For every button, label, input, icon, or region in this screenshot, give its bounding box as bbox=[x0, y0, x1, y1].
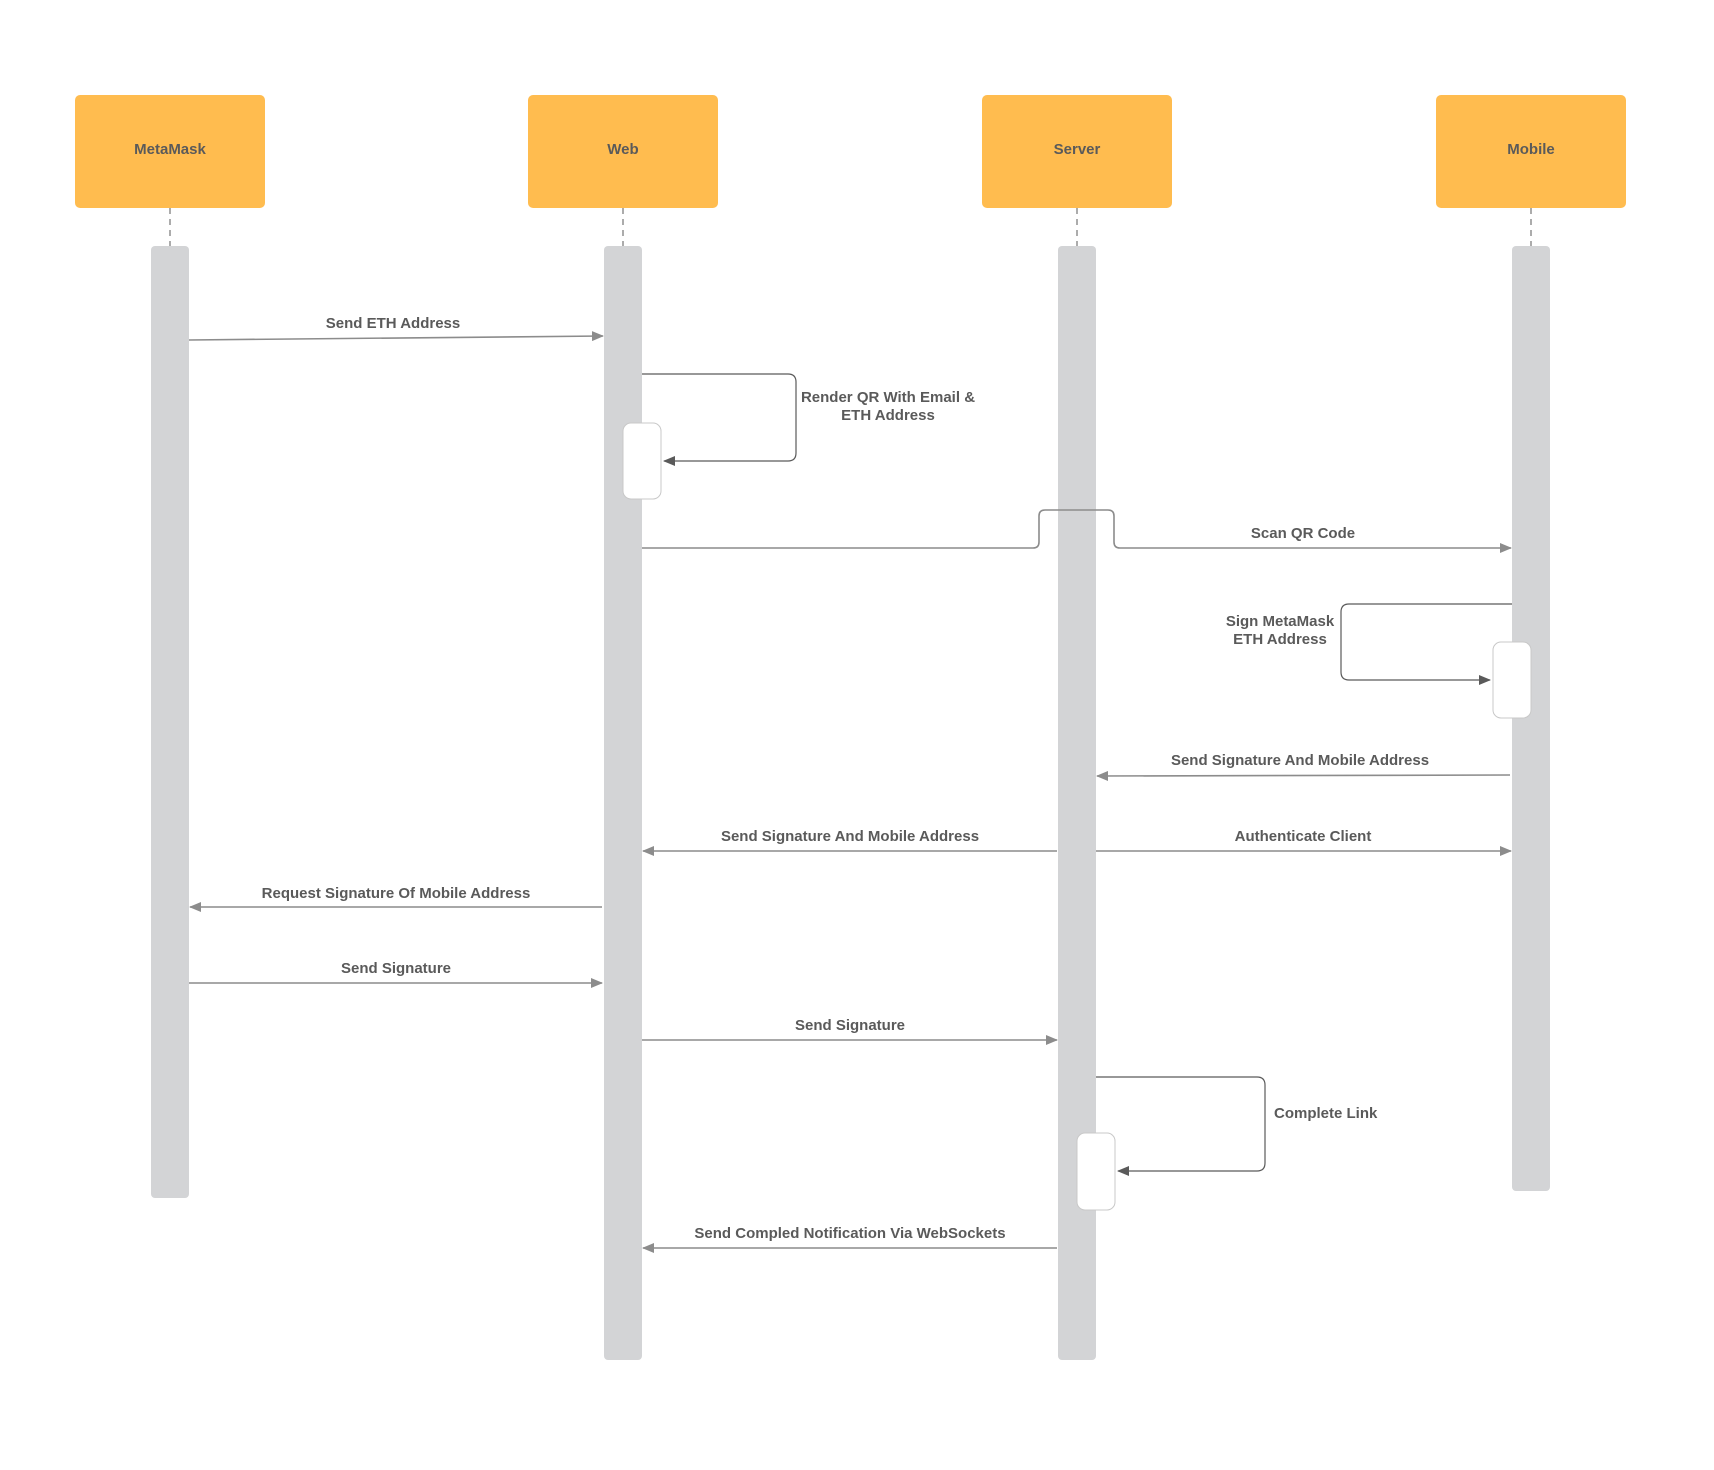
actor-label-web: Web bbox=[607, 141, 638, 158]
actor-label-mobile: Mobile bbox=[1507, 141, 1555, 158]
actor-box-web bbox=[528, 95, 718, 208]
actor-label-metamask: MetaMask bbox=[134, 141, 206, 158]
actor-box-server bbox=[982, 95, 1172, 208]
message-scan-qr-code: Scan QR Code bbox=[642, 509, 1512, 553]
message-send-completed-notification: Send Compled Notification Via WebSockets bbox=[642, 1225, 1057, 1253]
message-label-line-2: ETH Address bbox=[841, 407, 935, 424]
message-label: Send Signature And Mobile Address bbox=[721, 828, 979, 845]
message-send-signature-web-to-server: Send Signature bbox=[642, 1017, 1058, 1045]
arrow-send-eth-address bbox=[188, 331, 604, 342]
actor-web: Web bbox=[528, 95, 718, 1360]
message-label-line-1: Render QR With Email & bbox=[801, 389, 975, 406]
self-arrow-complete-link bbox=[1096, 1076, 1266, 1176]
lifeline-mobile bbox=[1512, 246, 1550, 1191]
actor-server: Server bbox=[982, 95, 1172, 1360]
actor-box-mobile bbox=[1436, 95, 1626, 208]
self-arrow-render-qr bbox=[642, 373, 797, 466]
message-label: Send Signature bbox=[341, 960, 451, 977]
message-label: Complete Link bbox=[1274, 1105, 1378, 1122]
arrow-scan-qr-code bbox=[642, 509, 1512, 553]
message-send-signature-mobile-to-server: Send Signature And Mobile Address bbox=[1096, 752, 1511, 781]
message-label: Request Signature Of Mobile Address bbox=[262, 885, 531, 902]
message-sign-metamask: Sign MetaMask ETH Address bbox=[1226, 603, 1532, 719]
arrow-send-signature-mobile-to-server bbox=[1096, 770, 1511, 781]
actor-label-server: Server bbox=[1054, 141, 1101, 158]
activation-web bbox=[622, 422, 662, 500]
message-send-signature-metamask-to-web: Send Signature bbox=[189, 960, 603, 988]
message-authenticate-client: Authenticate Client bbox=[1096, 828, 1512, 856]
message-label: Send Signature And Mobile Address bbox=[1171, 752, 1429, 769]
message-label: Send Compled Notification Via WebSockets bbox=[694, 1225, 1005, 1242]
message-label: Send Signature bbox=[795, 1017, 905, 1034]
message-send-eth-address: Send ETH Address bbox=[188, 315, 604, 342]
actor-box-metamask bbox=[75, 95, 265, 208]
message-send-signature-server-to-web: Send Signature And Mobile Address bbox=[642, 828, 1057, 856]
message-label-line-2: ETH Address bbox=[1233, 631, 1327, 648]
message-label-line-1: Sign MetaMask bbox=[1226, 613, 1335, 630]
message-render-qr: Render QR With Email & ETH Address bbox=[622, 373, 975, 500]
message-label: Send ETH Address bbox=[326, 315, 460, 332]
message-request-signature: Request Signature Of Mobile Address bbox=[189, 885, 602, 912]
lifeline-web bbox=[604, 246, 642, 1360]
message-label: Scan QR Code bbox=[1251, 525, 1355, 542]
self-arrow-sign-metamask bbox=[1340, 603, 1512, 685]
lifeline-server bbox=[1058, 246, 1096, 1360]
actor-mobile: Mobile bbox=[1436, 95, 1626, 1191]
activation-server bbox=[1076, 1132, 1116, 1211]
message-complete-link: Complete Link bbox=[1076, 1076, 1378, 1211]
message-label: Authenticate Client bbox=[1235, 828, 1372, 845]
actor-metamask: MetaMask bbox=[75, 95, 265, 1198]
lifeline-metamask bbox=[151, 246, 189, 1198]
activation-mobile bbox=[1492, 641, 1532, 719]
